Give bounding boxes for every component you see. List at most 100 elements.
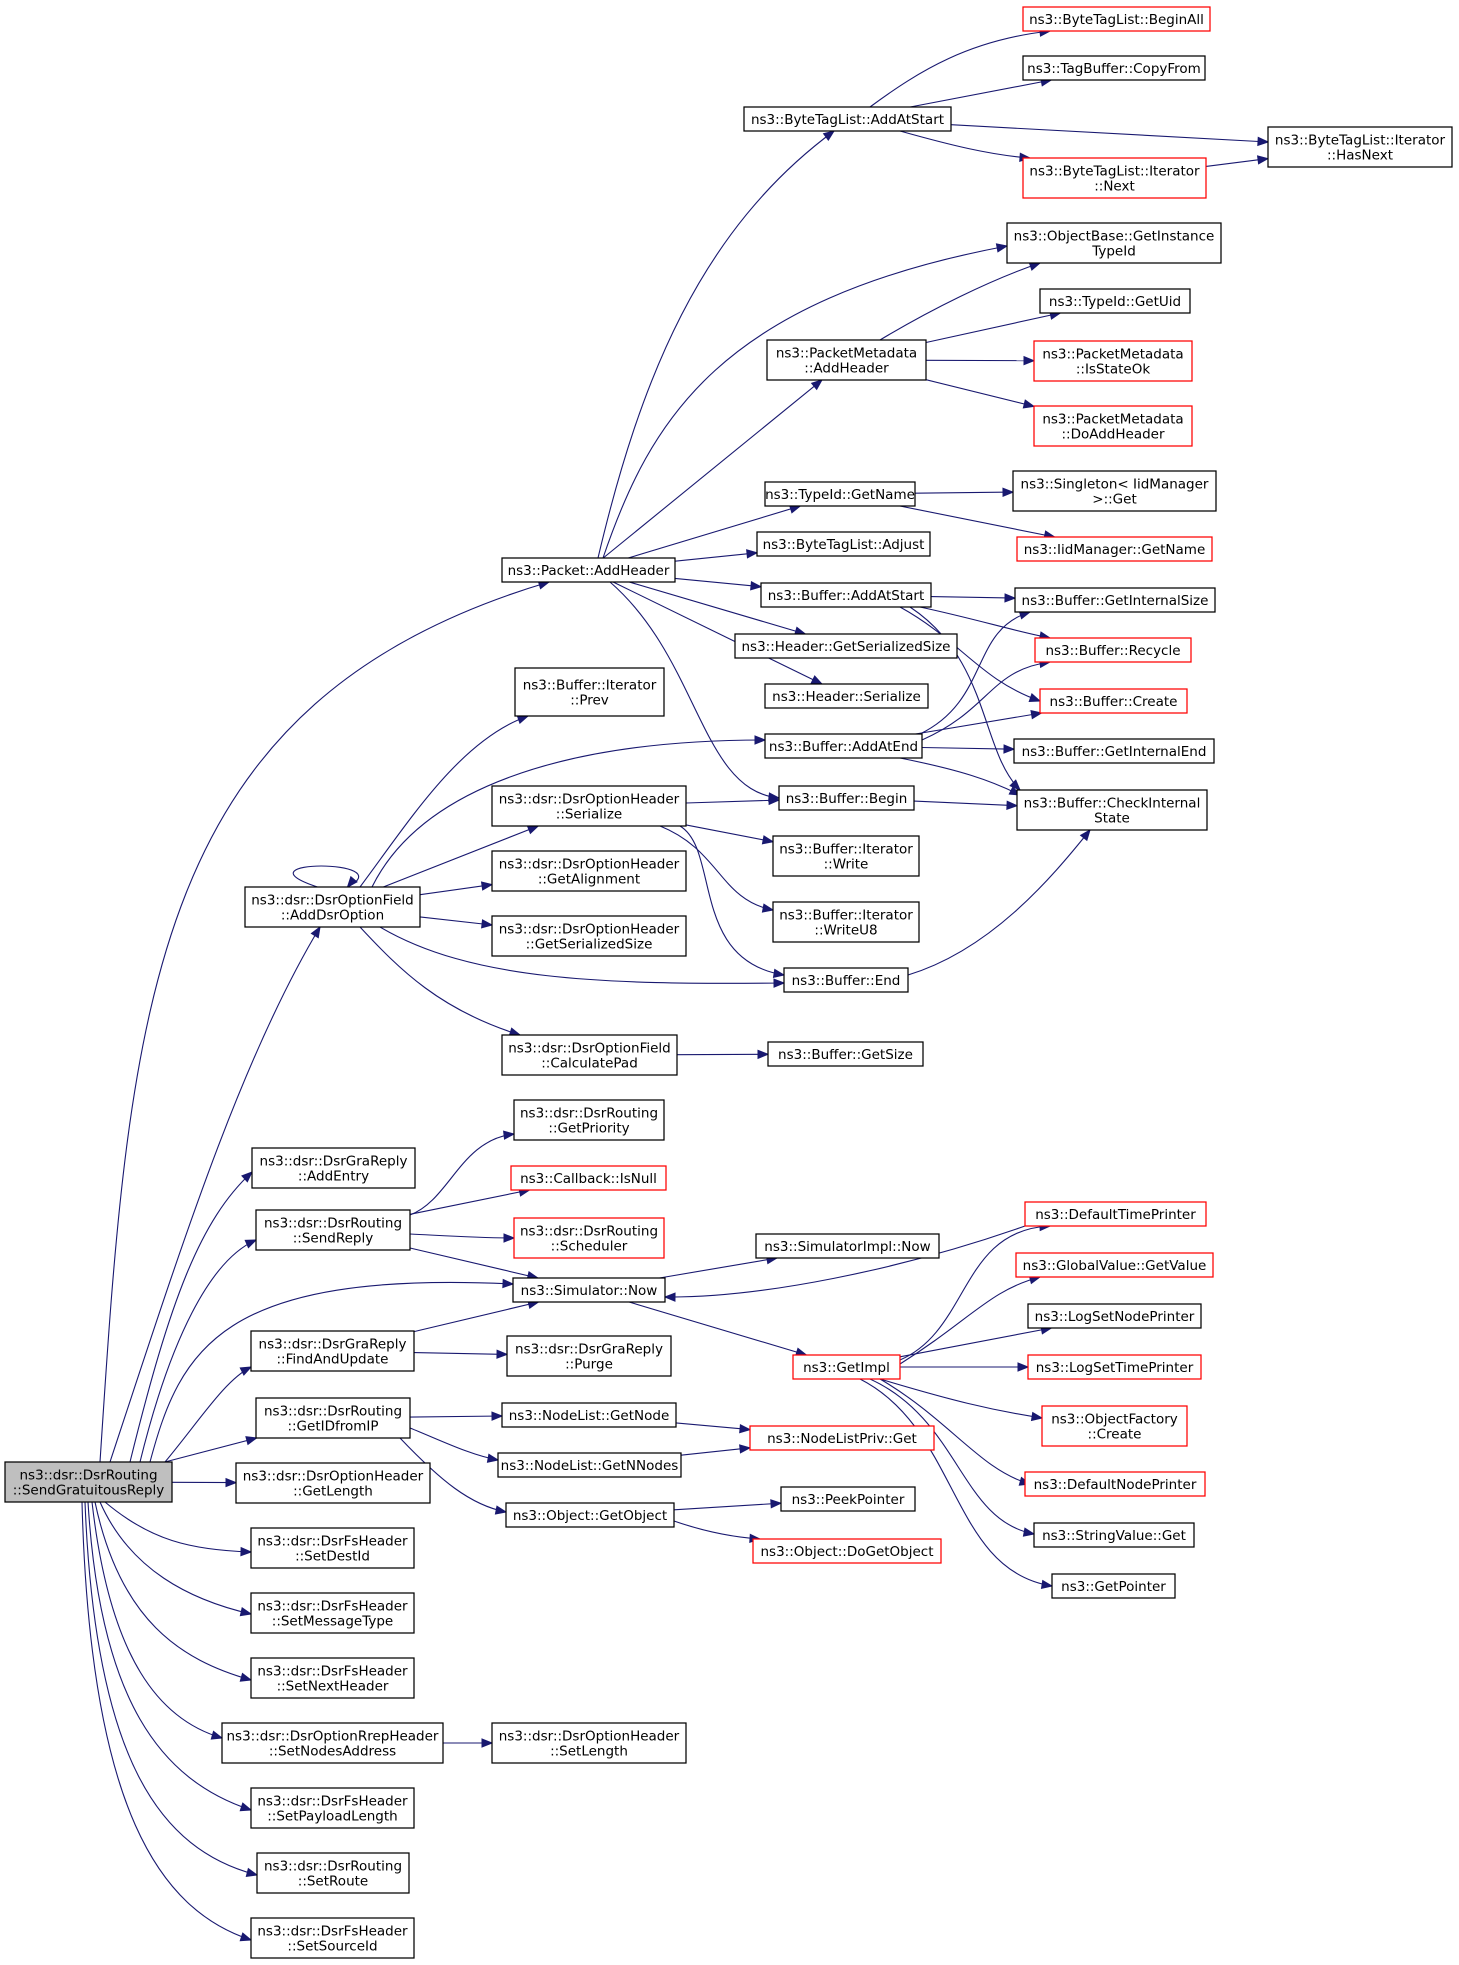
function-node[interactable]: ns3::PacketMetadata::IsStateOk [1033,340,1193,382]
function-node[interactable]: ns3::LogSetTimePrinter [1027,1354,1202,1380]
function-node[interactable]: ns3::Buffer::Recycle [1034,637,1192,663]
function-node[interactable]: ns3::dsr::DsrOptionHeader::GetAlignment [491,850,687,892]
function-node[interactable]: ns3::Packet::AddHeader [501,557,676,583]
function-node[interactable]: ns3::GetPointer [1051,1573,1176,1599]
node-label: ns3::ObjectFactory [1051,1412,1178,1428]
function-node[interactable]: ns3::Header::GetSerializedSize [734,633,958,659]
function-node[interactable]: ns3::ByteTagList::AddAtStart [743,106,952,132]
function-node[interactable]: ns3::GetImpl [792,1354,901,1380]
function-node[interactable]: ns3::dsr::DsrGraReply::FindAndUpdate [250,1330,415,1372]
function-node[interactable]: ns3::StringValue::Get [1033,1522,1195,1548]
function-node[interactable]: ns3::Callback::IsNull [510,1165,667,1191]
node-label: ns3::DefaultNodePrinter [1034,1477,1197,1493]
function-node[interactable]: ns3::dsr::DsrRouting::Scheduler [513,1217,665,1259]
function-node[interactable]: ns3::dsr::DsrRouting::SetRoute [256,1852,410,1894]
function-node[interactable]: ns3::PacketMetadata::DoAddHeader [1033,405,1193,447]
node-box [743,106,952,132]
function-node[interactable]: ns3::Buffer::Iterator::Prev [514,667,665,717]
node-label: ns3::DefaultTimePrinter [1035,1207,1196,1223]
node-box [1014,587,1216,613]
function-node[interactable]: ns3::ObjectFactory::Create [1041,1405,1188,1447]
call-edge [899,1327,1052,1358]
node-label: ns3::Buffer::End [792,973,901,989]
function-node[interactable]: ns3::NodeList::GetNode [501,1402,677,1428]
call-edge [910,79,1052,108]
function-node[interactable]: ns3::LogSetNodePrinter [1027,1303,1202,1329]
node-label: ns3::Buffer::AddAtStart [768,588,925,604]
node-label: ns3::dsr::DsrFsHeader [257,1664,408,1680]
call-edge [659,1257,778,1279]
function-node[interactable]: ns3::Buffer::End [783,967,909,993]
function-node[interactable]: ns3::PeekPointer [780,1486,916,1512]
function-node[interactable]: ns3::TagBuffer::CopyFrom [1022,55,1206,81]
function-node[interactable]: ns3::ByteTagList::BeginAll [1022,6,1211,32]
function-node[interactable]: ns3::dsr::DsrFsHeader::SetSourceId [250,1917,415,1959]
function-node[interactable]: ns3::Object::GetObject [505,1502,675,1528]
function-node[interactable]: ns3::TypeId::GetUid [1039,288,1191,314]
function-node[interactable]: ns3::DefaultTimePrinter [1024,1201,1207,1227]
function-node[interactable]: ns3::Header::Serialize [764,683,929,709]
function-node[interactable]: ns3::ByteTagList::Iterator::Next [1022,157,1207,199]
call-edge [419,916,493,926]
function-node[interactable]: ns3::dsr::DsrRouting::SendReply [255,1209,411,1251]
node-label: ::SetRoute [298,1874,368,1890]
function-node[interactable]: ns3::Buffer::AddAtEnd [764,733,923,759]
function-node[interactable]: ns3::dsr::DsrOptionField::AddDsrOption [244,886,421,928]
function-node[interactable]: ns3::dsr::DsrRouting::GetPriority [513,1099,665,1141]
arrow-head [810,379,823,391]
function-node[interactable]: ns3::SimulatorImpl::Now [755,1233,940,1259]
function-node[interactable]: ns3::dsr::DsrGraReply::Purge [506,1335,672,1377]
function-node[interactable]: ns3::dsr::DsrFsHeader::SetMessageType [250,1592,415,1634]
arrow-head [240,1546,253,1557]
function-node[interactable]: ns3::dsr::DsrOptionField::CalculatePad [501,1034,678,1076]
node-label: ns3::IidManager::GetName [1024,542,1206,558]
node-box [766,339,927,381]
node-box [764,733,923,759]
function-node[interactable]: ns3::Simulator::Now [512,1277,666,1303]
function-node[interactable]: ns3::TypeId::GetName [764,481,916,507]
function-node[interactable]: ns3::dsr::DsrRouting::GetIDfromIP [255,1397,411,1439]
function-node[interactable]: ns3::DefaultNodePrinter [1024,1471,1206,1497]
node-label: ns3::LogSetTimePrinter [1036,1360,1194,1376]
node-box [510,1165,667,1191]
function-node[interactable]: ns3::Buffer::GetSize [767,1041,924,1067]
function-node[interactable]: ns3::dsr::DsrOptionHeader::GetSerialized… [491,915,687,957]
function-node[interactable]: ns3::NodeListPriv::Get [749,1425,935,1451]
function-node[interactable]: ns3::Buffer::Iterator::Write [772,835,920,877]
function-node[interactable]: ns3::dsr::DsrOptionHeader::Serialize [491,785,687,827]
function-node[interactable]: ns3::ByteTagList::Adjust [756,531,931,557]
arrow-head [773,978,786,988]
function-node[interactable]: ns3::Object::DoGetObject [752,1538,942,1564]
call-edge [674,552,758,562]
call-edge [879,1378,1043,1419]
function-node[interactable]: ns3::Singleton< IidManager>::Get [1012,470,1217,512]
node-label: ::GetAlignment [538,872,640,888]
arrow-head [494,1505,508,1515]
function-node[interactable]: ns3::Buffer::GetInternalSize [1014,587,1216,613]
function-node[interactable]: ns3::NodeList::GetNNodes [497,1452,682,1478]
function-node[interactable]: ns3::Buffer::Iterator::WriteU8 [772,901,920,943]
function-node[interactable]: ns3::dsr::DsrFsHeader::SetPayloadLength [250,1787,415,1829]
function-node[interactable]: ns3::Buffer::AddAtStart [760,582,932,608]
function-node[interactable]: ns3::dsr::DsrOptionHeader::GetLength [235,1462,431,1504]
node-label: ns3::NodeList::GetNNodes [501,1458,679,1474]
function-node[interactable]: ns3::dsr::DsrFsHeader::SetNextHeader [250,1657,415,1699]
call-edge [685,799,780,804]
arrow-head [1009,779,1021,791]
function-node[interactable]: ns3::Buffer::Create [1039,688,1188,714]
function-node[interactable]: ns3::Buffer::GetInternalEnd [1013,738,1215,764]
function-node[interactable]: ns3::dsr::DsrGraReply::AddEntry [251,1147,416,1189]
function-node[interactable]: ns3::IidManager::GetName [1016,536,1213,562]
call-edge [675,1422,751,1431]
function-node[interactable]: ns3::ByteTagList::Iterator::HasNext [1267,126,1453,168]
function-node[interactable]: ns3::GlobalValue::GetValue [1015,1252,1214,1278]
node-label: ns3::ByteTagList::Iterator [1029,164,1200,180]
function-node[interactable]: ns3::PacketMetadata::AddHeader [766,339,927,381]
function-node[interactable]: ns3::dsr::DsrFsHeader::SetDestId [250,1527,415,1569]
function-node[interactable]: ns3::dsr::DsrOptionRrepHeader::SetNodesA… [221,1722,444,1764]
call-edge [409,1427,499,1461]
function-node[interactable]: ns3::Buffer::Begin [778,785,915,811]
function-node[interactable]: ns3::dsr::DsrOptionHeader::SetLength [491,1722,687,1764]
